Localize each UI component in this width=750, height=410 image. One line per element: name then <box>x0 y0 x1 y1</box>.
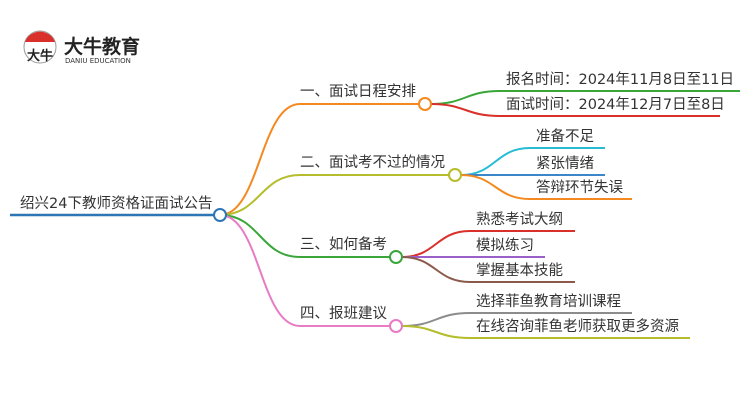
branch-collapse-toggle-3[interactable] <box>389 250 403 264</box>
leaf-line <box>401 230 575 258</box>
leaf-line <box>401 256 575 283</box>
branch-line-2 <box>219 174 455 216</box>
branch-topic-2[interactable]: 二、面试考不过的情况 <box>300 154 445 171</box>
branch-collapse-toggle-4[interactable] <box>389 319 403 333</box>
branch-collapse-toggle-2[interactable] <box>448 168 462 182</box>
leaf-topic[interactable]: 掌握基本技能 <box>476 262 563 279</box>
leaf-topic[interactable]: 报名时间：2024年11月8日至11日 <box>506 71 734 88</box>
branch-topic-1[interactable]: 一、面试日程安排 <box>300 83 416 100</box>
leaf-topic[interactable]: 准备不足 <box>536 128 594 145</box>
leaf-topic[interactable]: 模拟练习 <box>476 237 534 254</box>
branch-line-1 <box>219 103 425 216</box>
branch-topic-3[interactable]: 三、如何备考 <box>300 236 387 253</box>
branch-topic-4[interactable]: 四、报班建议 <box>300 305 387 322</box>
logo: 大牛 大牛教育 DANIU EDUCATION <box>23 30 140 65</box>
branch-collapse-toggle-1[interactable] <box>418 97 432 111</box>
logo-name-cn: 大牛教育 <box>64 35 140 58</box>
logo-name-en: DANIU EDUCATION <box>65 57 131 65</box>
leaf-topic[interactable]: 选择菲鱼教育培训课程 <box>476 292 621 310</box>
leaf-topic[interactable]: 答辩环节失误 <box>536 179 623 196</box>
logo-mark: 大牛 <box>27 48 53 64</box>
root-topic[interactable]: 绍兴24下教师资格证面试公告 <box>20 195 212 212</box>
leaf-topic[interactable]: 紧张情绪 <box>536 155 594 172</box>
leaf-topic[interactable]: 熟悉考试大纲 <box>476 211 563 228</box>
leaf-topic[interactable]: 面试时间：2024年12月7日至8日 <box>506 96 725 113</box>
leaf-line <box>460 147 605 176</box>
branch-line-3 <box>219 214 396 258</box>
branch-line-4 <box>219 214 396 327</box>
leaf-topic[interactable]: 在线咨询菲鱼老师获取更多资源 <box>476 317 679 335</box>
leaf-line <box>460 174 632 200</box>
root-collapse-toggle[interactable] <box>213 208 227 222</box>
logo-red-cap <box>25 31 55 42</box>
leaf-line <box>430 103 720 117</box>
leaf-line <box>401 325 690 339</box>
